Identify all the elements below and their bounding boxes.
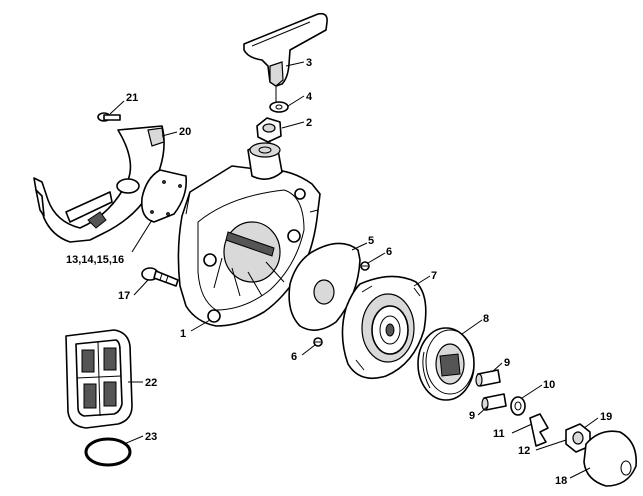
spring-housing-part-7 xyxy=(341,275,427,380)
callout-1: 1 xyxy=(180,328,186,340)
callout-5: 5 xyxy=(368,235,374,247)
spring-cover-part-5 xyxy=(288,242,361,331)
callout-18: 18 xyxy=(555,475,567,487)
starter-grip-part-3 xyxy=(243,12,328,104)
screw-part-17 xyxy=(141,267,179,287)
leader-lines xyxy=(109,61,599,479)
o-ring-part-23 xyxy=(84,437,132,467)
fan-housing-part-1 xyxy=(177,142,321,327)
callout-17: 17 xyxy=(118,290,130,302)
callout-4: 4 xyxy=(306,91,313,103)
rope-guide-part-2 xyxy=(256,117,282,160)
callout-21: 21 xyxy=(126,92,138,104)
screw-part-6-lower xyxy=(313,337,323,347)
washer-part-4 xyxy=(269,101,289,113)
gasket-plate-parts-13-16 xyxy=(140,169,188,223)
washer-part-10 xyxy=(510,396,526,416)
callout-8: 8 xyxy=(483,313,489,325)
pawl-part-9-upper xyxy=(475,369,501,387)
callout-2: 2 xyxy=(306,117,312,129)
callout-20: 20 xyxy=(179,126,191,138)
callout-6-lower: 6 xyxy=(291,351,297,363)
callout-3: 3 xyxy=(306,57,312,69)
callout-10: 10 xyxy=(543,379,555,391)
callout-6-upper: 6 xyxy=(386,246,392,258)
callout-22: 22 xyxy=(145,377,157,389)
screw-part-21 xyxy=(97,112,121,122)
cap-part-18 xyxy=(583,430,637,487)
spring-clip-part-11 xyxy=(529,413,549,447)
callout-labels: 1 2 3 4 5 6 6 7 8 9 9 10 11 12 13,14,15,… xyxy=(66,57,612,487)
callout-13-16: 13,14,15,16 xyxy=(66,254,124,266)
callout-23: 23 xyxy=(145,431,157,443)
callout-12: 12 xyxy=(518,445,530,457)
callout-7: 7 xyxy=(431,270,437,282)
callout-11: 11 xyxy=(493,428,505,440)
callout-9-upper: 9 xyxy=(504,357,510,369)
callout-19: 19 xyxy=(600,411,612,423)
screw-part-6-upper xyxy=(360,261,370,271)
air-filter-part-22 xyxy=(65,329,133,429)
shroud-cover-part-20 xyxy=(33,125,165,243)
rope-rotor-part-8 xyxy=(417,327,475,401)
callout-9-lower: 9 xyxy=(469,410,475,422)
